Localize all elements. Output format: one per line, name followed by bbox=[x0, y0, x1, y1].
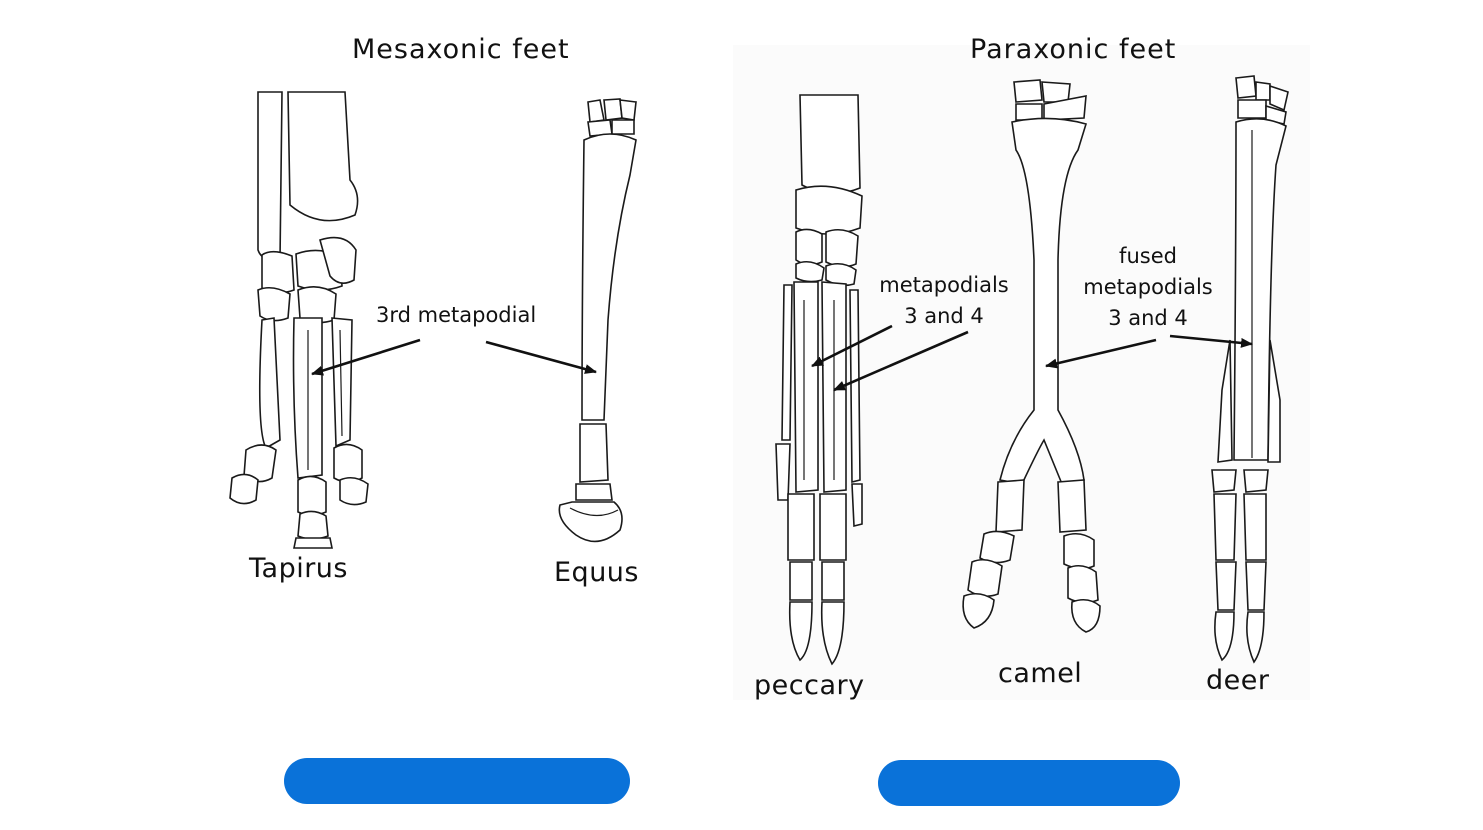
annotation-fused-metapodials: fused metapodials 3 and 4 bbox=[1072, 241, 1224, 334]
label-peccary: peccary bbox=[754, 670, 865, 701]
label-tapirus: Tapirus bbox=[249, 553, 348, 584]
annotation-line: metapodials bbox=[1083, 275, 1213, 299]
camel-foot-drawing bbox=[962, 79, 1101, 633]
annotation-3rd-metapodial: 3rd metapodial bbox=[376, 303, 537, 327]
deer-foot-drawing bbox=[1211, 75, 1289, 664]
arrow-equus bbox=[485, 340, 597, 374]
label-camel: camel bbox=[998, 658, 1083, 689]
mesaxonic-title: Mesaxonic feet bbox=[352, 34, 570, 65]
arrow-camel bbox=[1045, 338, 1157, 369]
paraxonic-answer-button[interactable] bbox=[878, 760, 1180, 806]
arrow-deer bbox=[1169, 334, 1253, 348]
annotation-line: 3 and 4 bbox=[904, 304, 984, 328]
label-deer: deer bbox=[1206, 665, 1270, 696]
annotation-line: 3 and 4 bbox=[1108, 306, 1188, 330]
equus-foot-drawing bbox=[558, 98, 637, 543]
mesaxonic-answer-button[interactable] bbox=[284, 758, 630, 804]
arrow-peccary-2 bbox=[833, 330, 969, 392]
annotation-metapodials-3-4: metapodials 3 and 4 bbox=[868, 270, 1020, 332]
tapirus-foot-drawing bbox=[229, 91, 369, 549]
arrow-tapirus bbox=[311, 338, 421, 376]
annotation-line: fused bbox=[1119, 244, 1177, 268]
arrow-peccary-1 bbox=[811, 324, 893, 368]
annotation-line: metapodials bbox=[879, 273, 1009, 297]
paraxonic-title: Paraxonic feet bbox=[970, 34, 1177, 65]
label-equus: Equus bbox=[554, 557, 639, 588]
